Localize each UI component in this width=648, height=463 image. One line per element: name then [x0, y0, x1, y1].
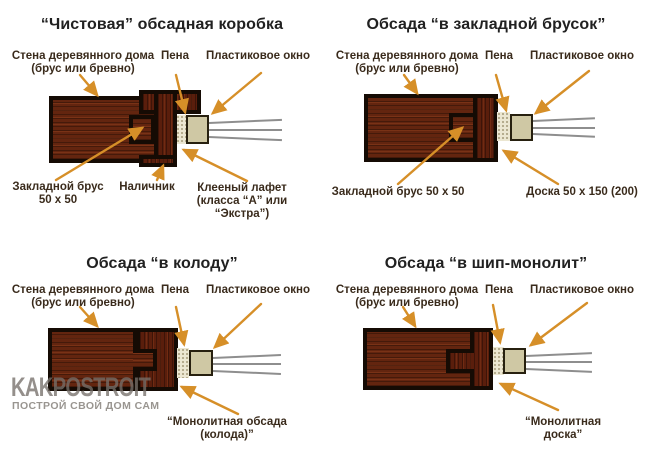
window-profile-line [208, 118, 282, 124]
callout-glued-frame: Клееный лафет (класса “А” или “Экстра”) [196, 182, 288, 220]
label-wall: Стена деревянного дома (брус или бревно) [335, 50, 479, 75]
callout-board: Доска 50 х 150 (200) [526, 186, 638, 198]
label-wall: Стена деревянного дома (брус или бревно) [335, 284, 479, 309]
watermark-tagline: ПОСТРОЙ СВОЙ ДОМ САМ [12, 400, 160, 412]
panel-clean-casing: “Чистовая” обсадная коробка Стена деревя… [0, 0, 324, 232]
embedded-block [129, 115, 155, 144]
callout-embedded-block: Закладной брус 50 х 50 [12, 181, 104, 206]
panel-tenon-monolith: Обсада “в шип-монолит” Стена деревянного… [324, 231, 648, 463]
window-profile-line [208, 136, 282, 142]
wall-tenon [133, 349, 157, 371]
callout-monolithic-board: “Монолитная доска” [524, 416, 602, 441]
panel-title: Обсада “в закладной брусок” [366, 16, 606, 33]
panel-title: Обсада “в колоду” [86, 255, 238, 272]
window-profile-line [526, 361, 592, 363]
panel-title: Обсада “в шип-монолит” [384, 255, 588, 272]
label-window: Пластиковое окно [206, 284, 310, 296]
callout-monolithic-casing: “Монолитная обсада (колода)” [167, 416, 287, 441]
label-window: Пластиковое окно [530, 50, 634, 62]
window-profile-line [532, 117, 595, 122]
window-profile-line [533, 127, 595, 129]
casing-bottom-bar [139, 155, 177, 167]
panel-koloda: Обсада “в колоду” Стена деревянного дома… [0, 231, 324, 463]
label-wall: Стена деревянного дома (брус или бревно) [11, 284, 155, 309]
window-profile-line [525, 352, 592, 357]
plastic-window-block [186, 115, 209, 144]
window-profile-line [209, 129, 282, 131]
label-foam: Пена [160, 284, 189, 296]
label-window: Пластиковое окно [530, 284, 634, 296]
label-foam: Пена [160, 50, 189, 62]
plastic-window-block [510, 114, 533, 141]
label-foam: Пена [484, 50, 513, 62]
label-window: Пластиковое окно [206, 50, 310, 62]
plastic-window-block [503, 348, 526, 374]
casing-vertical-board [154, 90, 177, 166]
panel-title: “Чистовая” обсадная коробка [40, 16, 284, 33]
window-profile-line [212, 370, 281, 375]
window-profile-line [213, 363, 281, 365]
foam-strip [497, 112, 510, 141]
panel-embedded-bar: Обсада “в закладной брусок” Стена деревя… [324, 0, 648, 232]
label-wall: Стена деревянного дома (брус или бревно) [11, 50, 155, 75]
foam-strip [176, 115, 188, 144]
watermark-logo: KAKPOSTROIT [11, 372, 151, 402]
callout-trim: Наличник [119, 181, 175, 193]
foam-strip [177, 348, 189, 378]
foam-strip [493, 347, 504, 375]
label-foam: Пена [484, 284, 513, 296]
callout-embedded-block: Закладной брус 50 х 50 [331, 186, 465, 198]
window-profile-line [212, 354, 281, 359]
plastic-window-block [189, 350, 213, 376]
wall-cross-section [48, 328, 137, 391]
embedded-block [449, 113, 477, 142]
window-profile-line [525, 368, 592, 373]
window-profile-line [532, 133, 595, 138]
board-tenon [446, 349, 474, 373]
